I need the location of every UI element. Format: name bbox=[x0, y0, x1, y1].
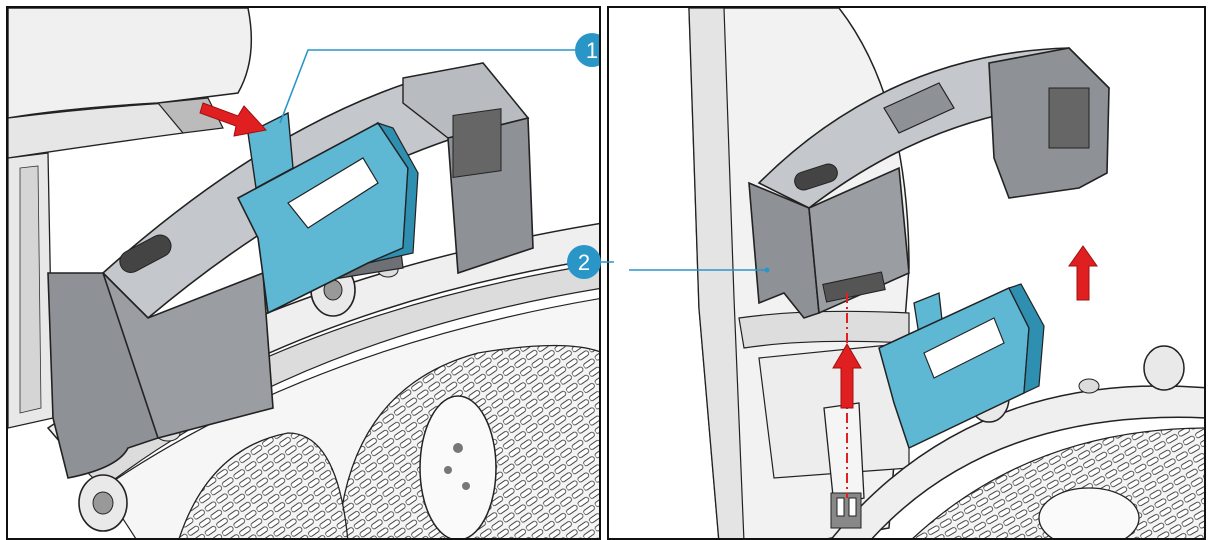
arrow-left-icon bbox=[199, 102, 267, 137]
callout-1-label: 1 bbox=[586, 38, 598, 63]
brush-bristles bbox=[178, 344, 599, 538]
battery-housing bbox=[748, 47, 1111, 319]
wheel bbox=[1143, 345, 1185, 391]
callout-1: 1 bbox=[279, 33, 599, 124]
connector-post bbox=[823, 402, 865, 529]
callout-2-label: 2 bbox=[578, 250, 590, 275]
illustration-left: 1 bbox=[8, 8, 599, 538]
arrow-up-icon bbox=[1068, 245, 1098, 301]
brush-ring bbox=[831, 385, 1204, 538]
fastener bbox=[1078, 378, 1100, 394]
callout-2 bbox=[629, 267, 770, 273]
illustration-right bbox=[629, 8, 1204, 538]
panel-unlock-handle: 1 bbox=[6, 6, 601, 540]
callout-2-marker: 2 bbox=[567, 245, 614, 279]
wheel bbox=[78, 474, 128, 532]
callout-marker-icon bbox=[567, 245, 601, 279]
arrow-up-icon bbox=[832, 343, 862, 409]
machine-body bbox=[8, 8, 253, 429]
battery-handle bbox=[878, 283, 1045, 450]
callout-marker-icon bbox=[575, 33, 599, 67]
panel-remove-battery bbox=[607, 6, 1206, 540]
